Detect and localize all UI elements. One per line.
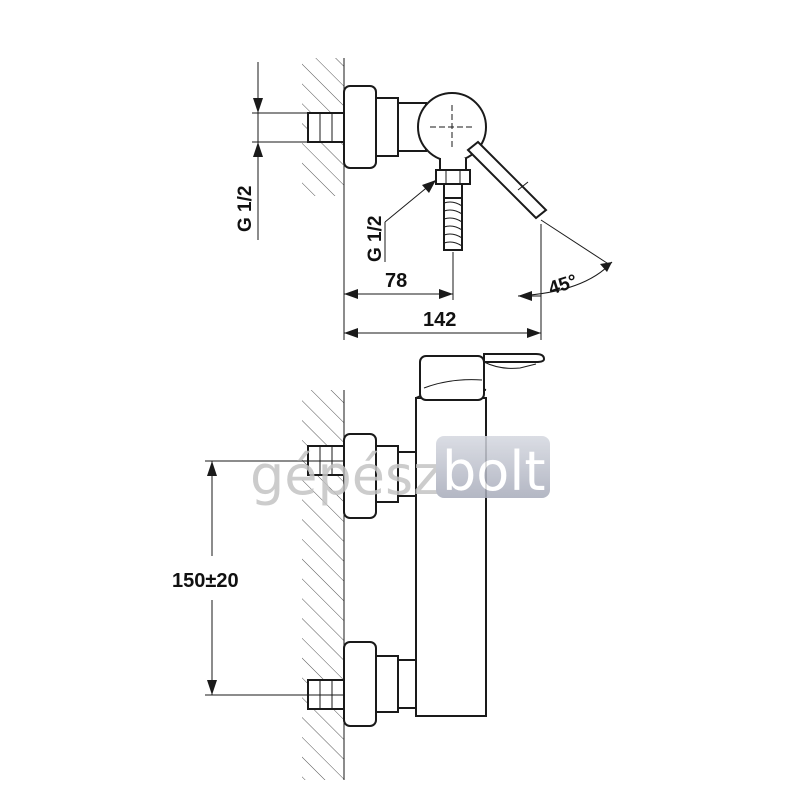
- dim-inlet-spacing: 150±20: [172, 460, 344, 696]
- dim-hose-thread: G 1/2: [365, 179, 437, 262]
- watermark-left-text: gépész: [250, 444, 441, 507]
- dim-total-depth: 142: [344, 224, 542, 340]
- escutcheon-top: [343, 85, 377, 169]
- outlet-depth-label: 78: [385, 270, 407, 292]
- watermark-box: [436, 436, 550, 498]
- lower-escutcheon: [343, 641, 377, 727]
- front-view: 150±20: [172, 353, 546, 780]
- dim-lever-angle: 45°: [517, 219, 613, 301]
- inlet-spacing-label: 150±20: [172, 570, 239, 592]
- cartridge-head-front: [419, 355, 485, 401]
- inlet-stub-top: [307, 112, 345, 143]
- watermark-logo: gépész bolt: [250, 436, 550, 507]
- hose-coil-top: [443, 197, 463, 251]
- inlet-thread-label: G 1/2: [235, 186, 256, 232]
- watermark-right-text: bolt: [442, 440, 546, 503]
- lever-front: [483, 353, 546, 363]
- dim-inlet-thread: G 1/2: [235, 62, 344, 240]
- total-depth-label: 142: [423, 309, 456, 331]
- lever-top: [466, 140, 548, 220]
- top-view: G 1/2 G 1/2 78 142: [235, 58, 613, 340]
- lever-angle-label: 45°: [546, 271, 580, 300]
- hose-thread-label: G 1/2: [365, 216, 386, 262]
- dim-outlet-depth: 78: [343, 196, 454, 340]
